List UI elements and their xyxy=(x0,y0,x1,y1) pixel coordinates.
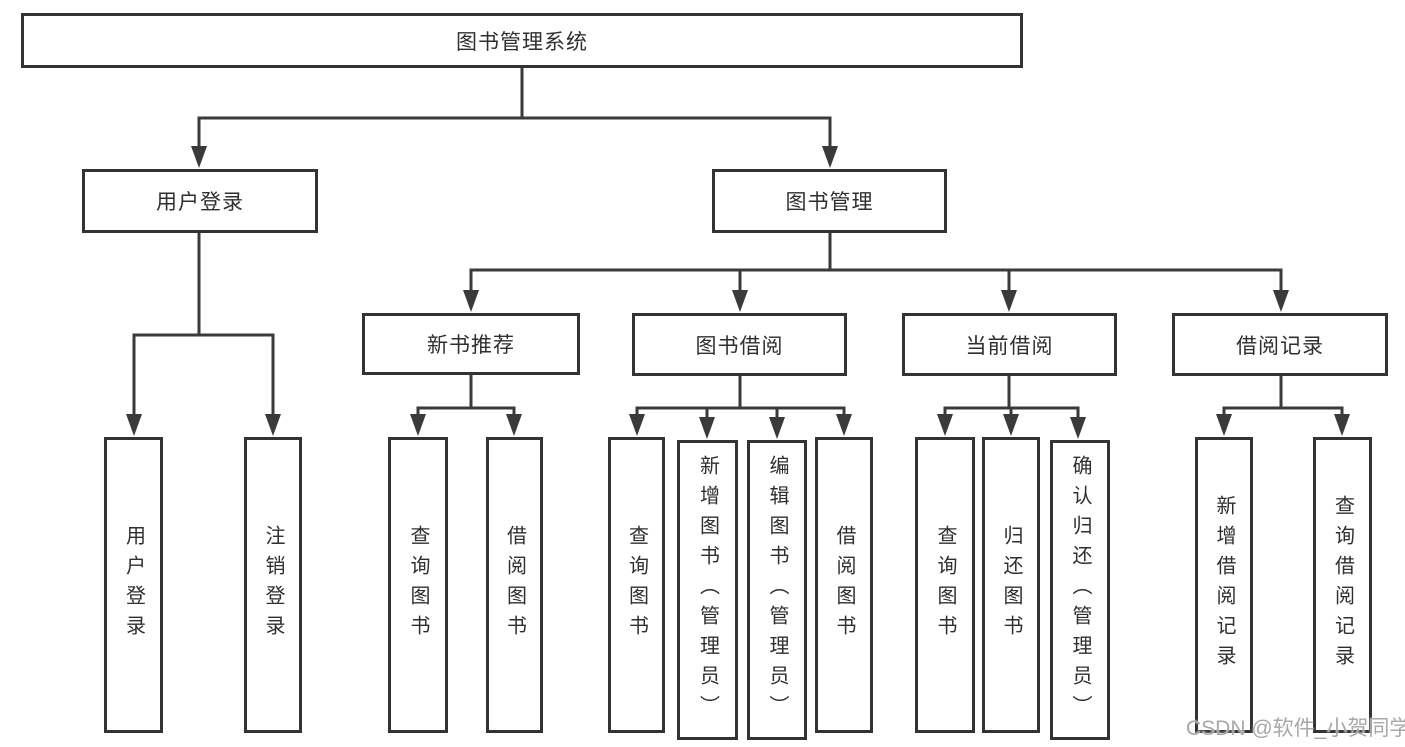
leaf-borrow-books: 借阅图书 xyxy=(486,437,543,733)
leaf-query-borrow-record: 查询借阅记录 xyxy=(1313,437,1372,733)
leaf-query-books: 查询图书 xyxy=(388,437,448,733)
node-borrowing-records: 借阅记录 xyxy=(1172,313,1388,376)
node-label: 用户登录 xyxy=(122,525,145,645)
node-label: 查询图书 xyxy=(625,525,648,645)
node-new-book-recommendation: 新书推荐 xyxy=(362,313,580,375)
node-book-borrowing: 图书借阅 xyxy=(632,313,847,376)
node-label: 编辑图书（管理员） xyxy=(766,455,788,725)
leaf-add-books-admin: 新增图书（管理员） xyxy=(677,440,738,740)
leaf-add-borrow-record: 新增借阅记录 xyxy=(1195,437,1253,733)
leaf-borrow-books: 借阅图书 xyxy=(815,437,873,733)
node-label: 用户登录 xyxy=(156,191,244,214)
csdn-watermark: CSDN @软件_小贺同学 xyxy=(1186,717,1405,740)
node-label: 借阅图书 xyxy=(503,525,526,645)
node-label: 注销登录 xyxy=(262,525,284,645)
node-label: 查询图书 xyxy=(934,525,956,645)
leaf-user-login: 用户登录 xyxy=(104,437,163,733)
leaf-confirm-return-admin: 确认归还（管理员） xyxy=(1050,440,1110,740)
node-user-login: 用户登录 xyxy=(82,169,318,233)
node-label: 图书管理系统 xyxy=(456,30,588,54)
leaf-edit-books-admin: 编辑图书（管理员） xyxy=(747,440,807,740)
node-label: 新增借阅记录 xyxy=(1213,495,1235,675)
node-label: 查询图书 xyxy=(407,525,429,645)
node-label: 图书借阅 xyxy=(695,334,784,358)
node-label: 新增图书（管理员） xyxy=(696,455,719,725)
leaf-logout: 注销登录 xyxy=(244,437,302,733)
leaf-query-books: 查询图书 xyxy=(608,437,665,733)
node-label: 归还图书 xyxy=(1000,525,1022,645)
node-book-management: 图书管理 xyxy=(712,169,947,233)
node-label: 借阅记录 xyxy=(1236,334,1324,358)
node-label: 借阅图书 xyxy=(833,525,855,645)
node-label: 新书推荐 xyxy=(427,334,515,357)
leaf-query-books: 查询图书 xyxy=(915,437,975,733)
node-library-management-system: 图书管理系统 xyxy=(21,13,1023,68)
node-label: 查询借阅记录 xyxy=(1331,495,1354,675)
node-current-borrowing: 当前借阅 xyxy=(902,313,1117,376)
arrowheads xyxy=(126,146,1350,439)
node-label: 当前借阅 xyxy=(965,334,1054,358)
node-label: 图书管理 xyxy=(785,191,874,214)
node-label: 确认归还（管理员） xyxy=(1069,455,1091,725)
leaf-return-books: 归还图书 xyxy=(982,437,1040,733)
